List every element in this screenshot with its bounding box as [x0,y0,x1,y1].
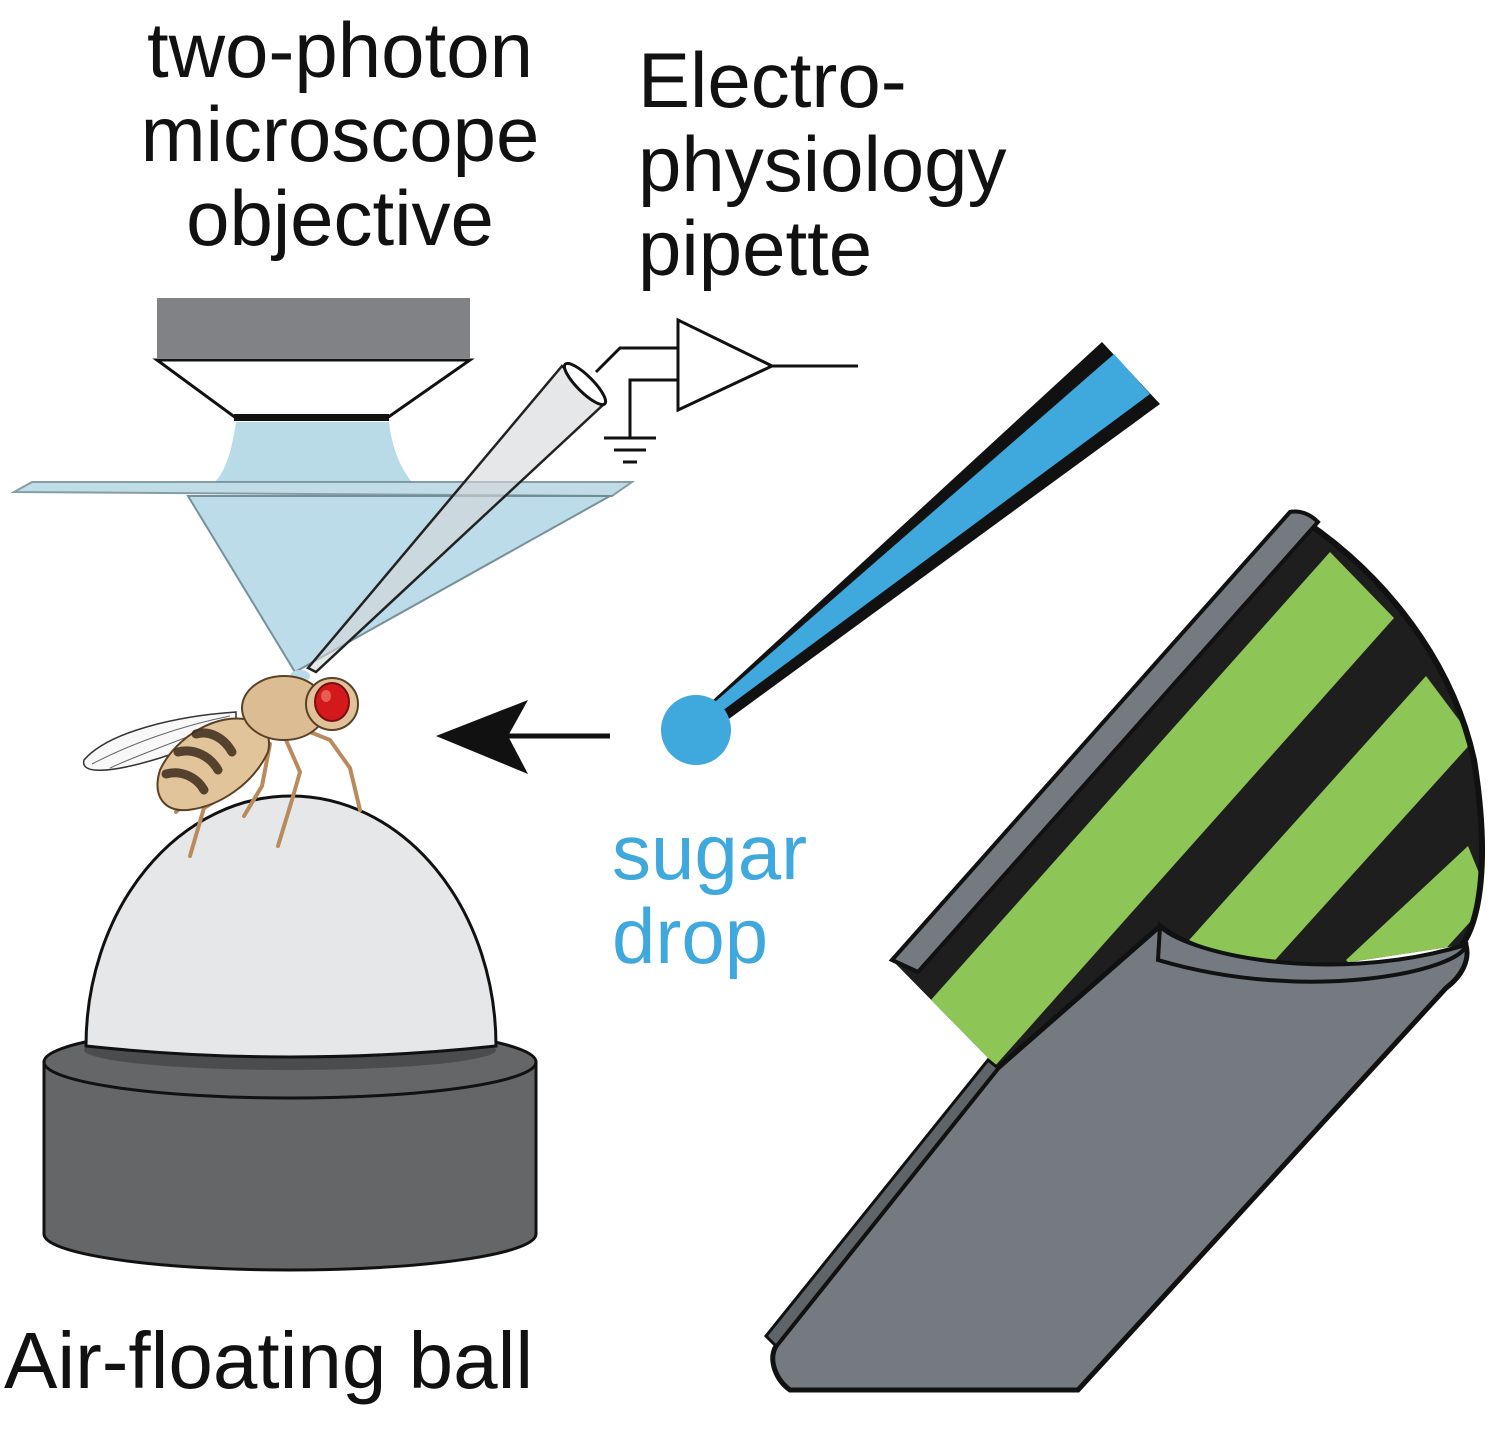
fly-eye [314,682,350,722]
objective-tip [234,414,389,421]
left-arrow-icon [436,700,610,774]
pipette-wire [594,346,678,374]
sugar-drop [661,695,731,765]
objective-label-line-1: two-photon [147,6,533,94]
air-floating-ball [42,794,538,1272]
objective-barrel [157,298,470,358]
pipette-label: Electro- physiology pipette [638,38,1007,291]
amplifier-triangle-icon [676,317,776,413]
objective-label: two-photon microscope objective [60,8,620,261]
ball [84,794,498,1059]
coverslip [10,481,636,498]
green-stripe-2 [1182,676,1474,1010]
screen-rim [1288,509,1486,947]
pipette-opening [562,361,608,407]
objective-label-line-2: microscope [140,90,540,179]
beam-upper [215,422,412,482]
screen-front-panel [770,922,1470,1393]
striped-screen [763,509,1486,1393]
sugar-pipette [661,342,1160,765]
green-stripe-1 [922,552,1394,1068]
ball-label: Air-floating ball [4,1316,534,1405]
sugar-pipette-liquid [708,354,1150,714]
electrophysiology-pipette [306,317,858,674]
pipette-label-line-2: physiology [638,120,1007,209]
ground-wire [628,378,678,438]
sugar-label-line-1: sugar [612,808,808,896]
sugar-label-line-2: drop [612,892,769,981]
screen-front-lip [1155,920,1469,984]
pipette-label-line-1: Electro- [638,36,907,124]
objective-lens-cone [152,358,475,420]
screen-side-edge [763,1057,1001,1349]
objective-label-line-3: objective [186,174,494,263]
fly-eye-highlight [321,690,331,702]
ball-holder-body [42,1060,538,1272]
ground-symbol-icon [604,436,656,464]
drosophila-icon [83,675,362,858]
microscope-objective [152,298,475,421]
screen-top-edge [888,509,1321,975]
sugar-drop-label: sugar drop [612,808,808,981]
pipette-label-line-3: pipette [638,204,873,293]
fly-abdomen-stripes [161,728,237,795]
